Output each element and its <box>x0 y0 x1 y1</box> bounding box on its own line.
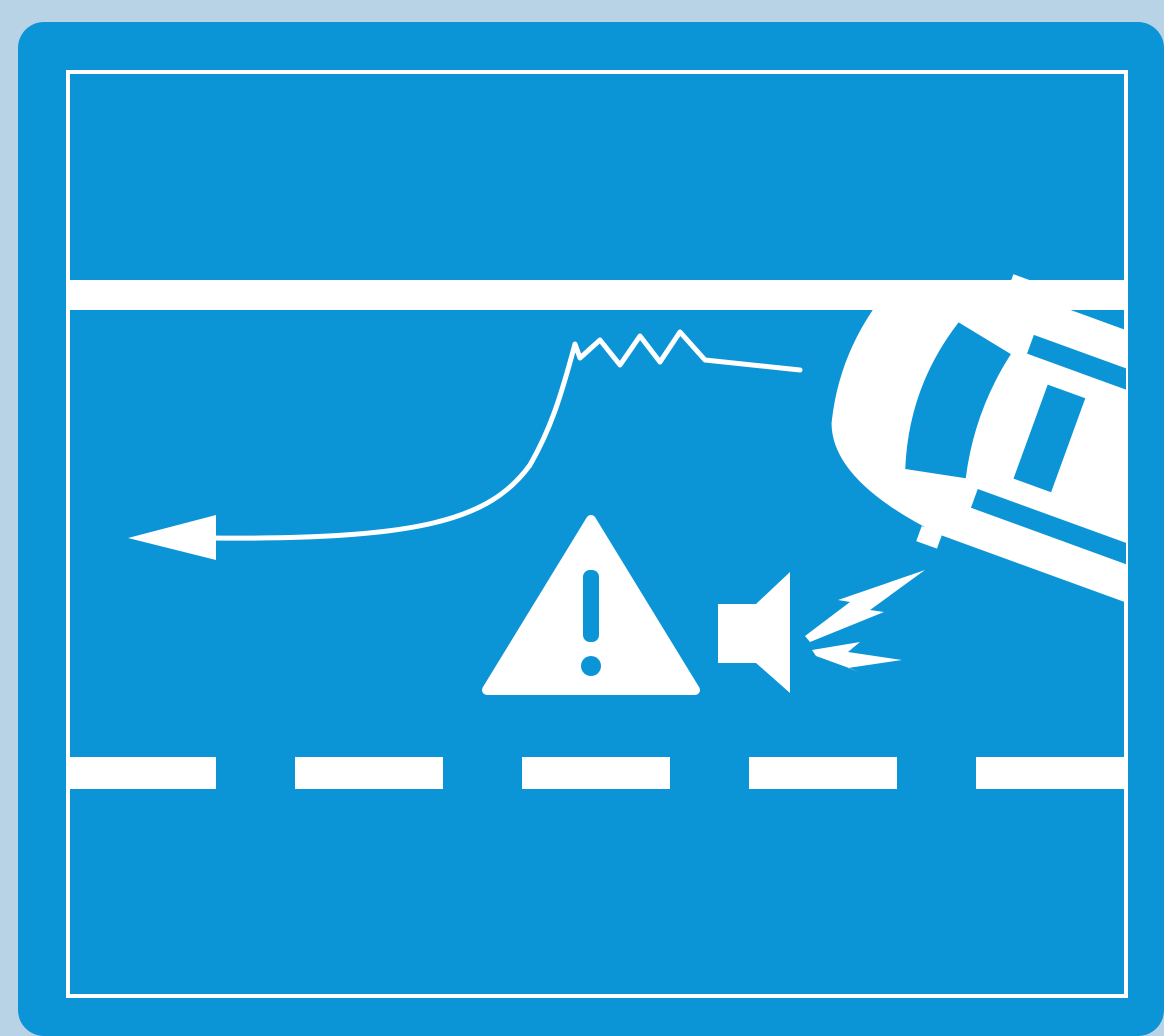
lane-dash <box>68 757 216 789</box>
exclamation-bar <box>583 570 599 642</box>
lane-dash <box>976 757 1126 789</box>
exclamation-dot <box>581 656 601 676</box>
lane-dash <box>522 757 670 789</box>
lane-dash <box>295 757 443 789</box>
lane-dash <box>749 757 897 789</box>
